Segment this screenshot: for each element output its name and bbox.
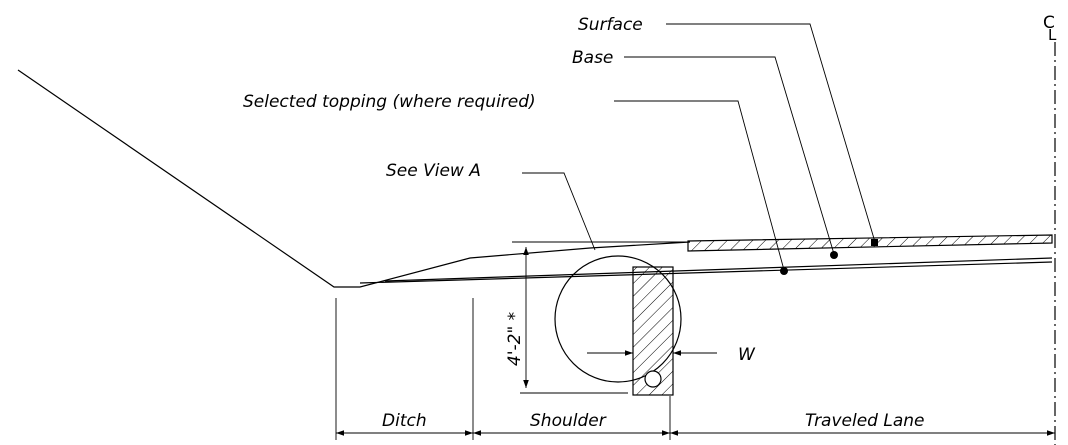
see-view-a-label: See View A <box>386 161 481 181</box>
ditch-label: Ditch <box>382 411 427 431</box>
shoulder-label: Shoulder <box>530 411 607 431</box>
width-label: W <box>738 345 756 365</box>
base-label: Base <box>572 48 613 68</box>
base-marker <box>830 251 838 259</box>
pavement-layer <box>687 234 1053 252</box>
centerline-c-label: C <box>1043 13 1055 33</box>
centerline-l-label: L <box>1048 26 1057 44</box>
surface-leader <box>666 23 876 243</box>
traveled-lane-label: Traveled Lane <box>805 411 925 431</box>
subgrade-line <box>359 261 1053 284</box>
surface-label: Surface <box>578 15 643 35</box>
base-leader <box>624 56 835 255</box>
selected-topping-marker <box>780 267 788 275</box>
pipe-icon <box>644 370 662 388</box>
subgrade-line-lower <box>384 257 1053 282</box>
depth-label: 4'-2" * <box>505 312 525 366</box>
surface-marker <box>871 239 878 246</box>
selected-topping-label: Selected topping (where required) <box>243 92 536 112</box>
selected-topping-leader <box>614 100 785 271</box>
see-view-a-leader <box>522 172 596 251</box>
view-a-detail-circle <box>554 255 682 383</box>
embankment-slope <box>17 69 691 288</box>
